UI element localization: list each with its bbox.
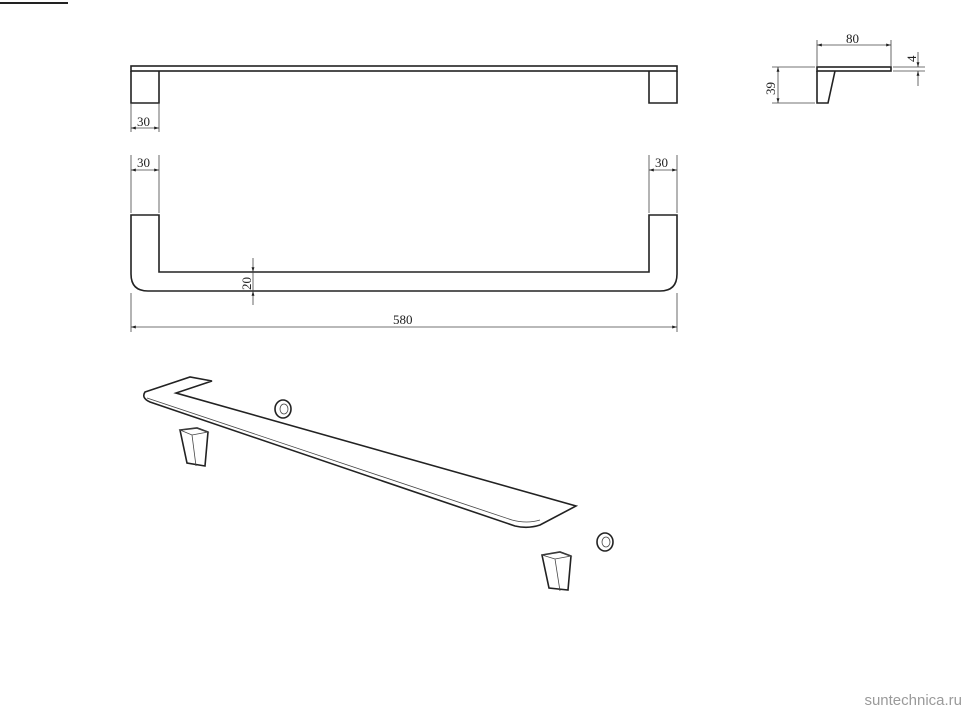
watermark: suntechnica.ru bbox=[864, 692, 962, 709]
dim-front-leg: 30 bbox=[137, 114, 150, 129]
front-view: 30 bbox=[130, 65, 678, 132]
dim-bar-thickness: 20 bbox=[239, 277, 254, 290]
dim-height: 39 bbox=[763, 82, 778, 95]
dim-left-leg: 30 bbox=[137, 155, 150, 170]
screw-cap-icon bbox=[596, 532, 614, 552]
wall-mount-bracket bbox=[178, 427, 210, 467]
dim-plate-thickness: 4 bbox=[904, 55, 919, 62]
isometric-view bbox=[143, 376, 614, 592]
side-view: 80 39 4 bbox=[763, 31, 925, 104]
top-view: 30 30 20 580 bbox=[130, 155, 678, 332]
dim-depth: 80 bbox=[846, 31, 859, 46]
dim-right-leg: 30 bbox=[655, 155, 668, 170]
screw-cap-icon bbox=[274, 399, 292, 419]
wall-mount-bracket bbox=[541, 551, 573, 592]
dim-overall-length: 580 bbox=[393, 312, 413, 327]
